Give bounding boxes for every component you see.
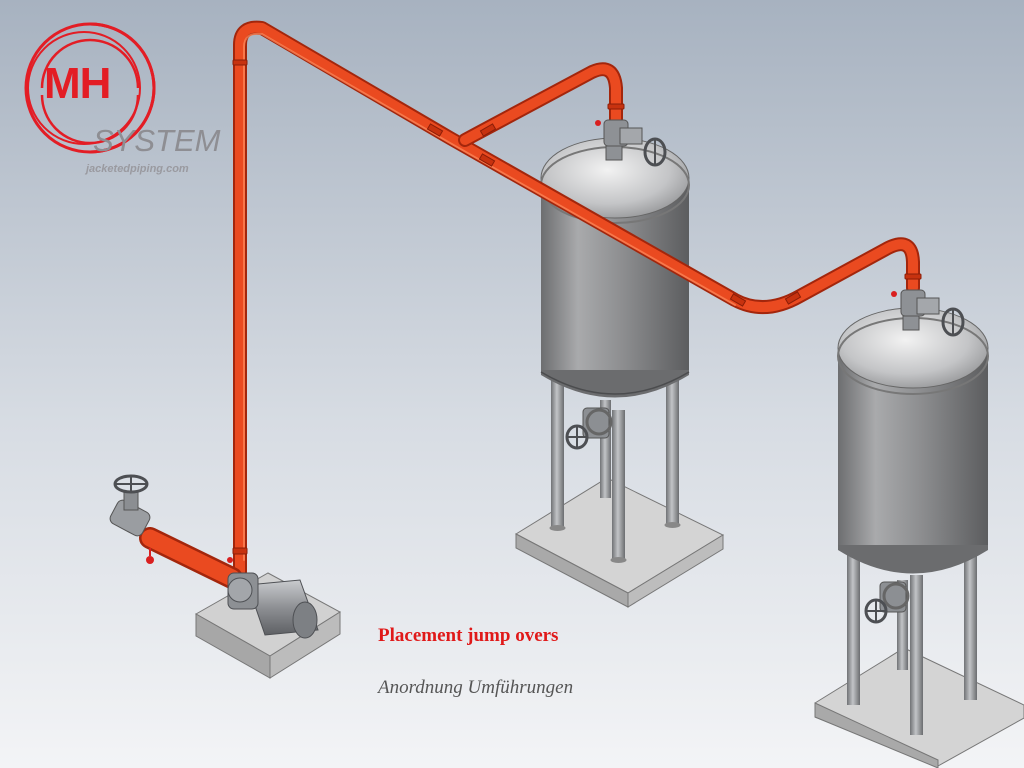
caption-english: Placement jump overs	[378, 625, 559, 646]
tank-1-inlet-valve[interactable]	[595, 119, 667, 167]
suction-valve[interactable]	[108, 474, 233, 564]
pump-motor	[227, 572, 319, 639]
tank-1-legs	[549, 380, 681, 563]
caption-german: Anordnung Umführungen	[378, 677, 574, 698]
tank-2-bottom-valve[interactable]	[864, 581, 910, 624]
logo-wordmark: SYSTEM	[93, 123, 221, 158]
tank-2-legs	[847, 555, 977, 735]
logo-mark: MH	[44, 59, 111, 108]
logo-rings-icon	[24, 22, 156, 154]
tank-2-inlet-valve[interactable]	[891, 289, 965, 337]
company-logo: MH SYSTEM jacketedpiping.com	[0, 0, 240, 185]
logo-url: jacketedpiping.com	[86, 163, 189, 175]
pipe-flanges	[232, 59, 922, 555]
tank-2-vessel	[837, 307, 989, 574]
tank-1-vessel	[540, 137, 690, 398]
jacketed-pipe-run	[139, 20, 920, 589]
tank-1-bottom-valve[interactable]	[565, 407, 613, 450]
